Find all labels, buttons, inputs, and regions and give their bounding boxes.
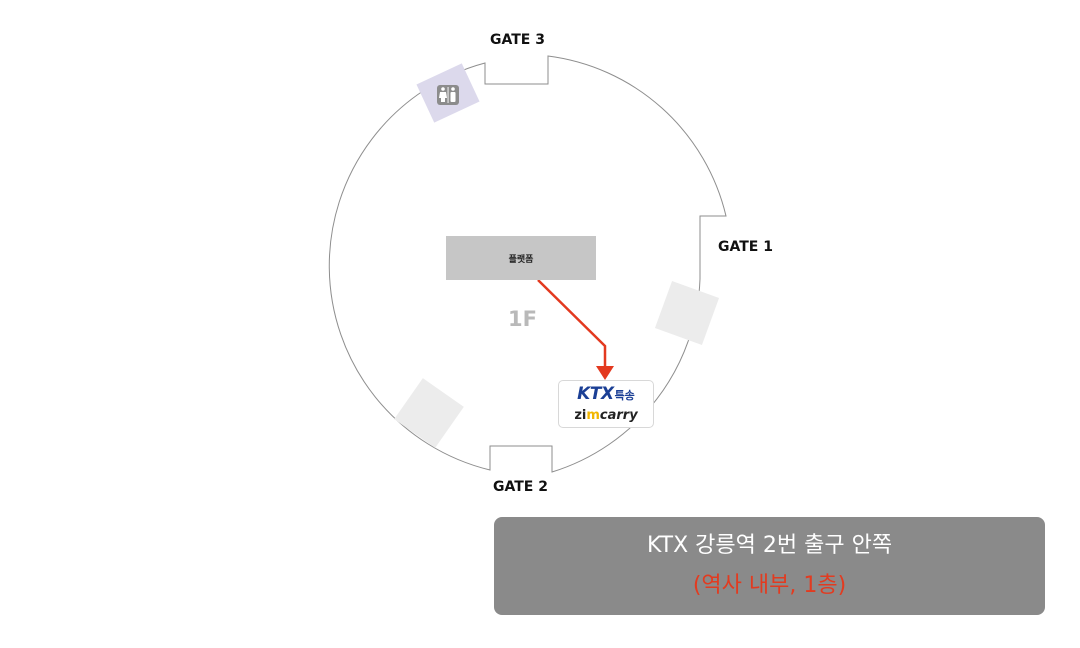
- gate-1-label: GATE 1: [718, 239, 773, 255]
- location-info-box: KTX 강릉역 2번 출구 안쪽 (역사 내부, 1층): [494, 517, 1045, 615]
- location-title: KTX 강릉역 2번 출구 안쪽: [646, 533, 893, 558]
- platform-area: 플랫폼: [446, 236, 596, 280]
- ktx-logo-subtext: 특송: [614, 389, 635, 402]
- gate-3-label: GATE 3: [490, 32, 545, 48]
- gate-2-label: GATE 2: [493, 479, 548, 495]
- area-square-bottom-left: [394, 378, 464, 448]
- platform-label: 플랫폼: [508, 254, 534, 265]
- zimcarry-logo-part-b: m: [586, 408, 600, 423]
- arrow-down-icon: [596, 366, 614, 380]
- floor-label: 1F: [508, 307, 537, 331]
- ktx-logo-line: KTX특송: [559, 385, 653, 405]
- ktx-logo-text: KTX: [577, 384, 614, 404]
- zimcarry-logo-line: zimcarry: [559, 405, 653, 424]
- ktx-zimcarry-logo: KTX특송 zimcarry: [558, 380, 654, 428]
- zimcarry-logo-part-a: zi: [574, 408, 587, 423]
- zimcarry-logo-part-c: carry: [599, 408, 638, 423]
- location-detail: (역사 내부, 1층): [692, 573, 847, 598]
- restroom-icon: [437, 85, 459, 105]
- route-line: [537, 279, 607, 368]
- area-square-right: [654, 280, 720, 346]
